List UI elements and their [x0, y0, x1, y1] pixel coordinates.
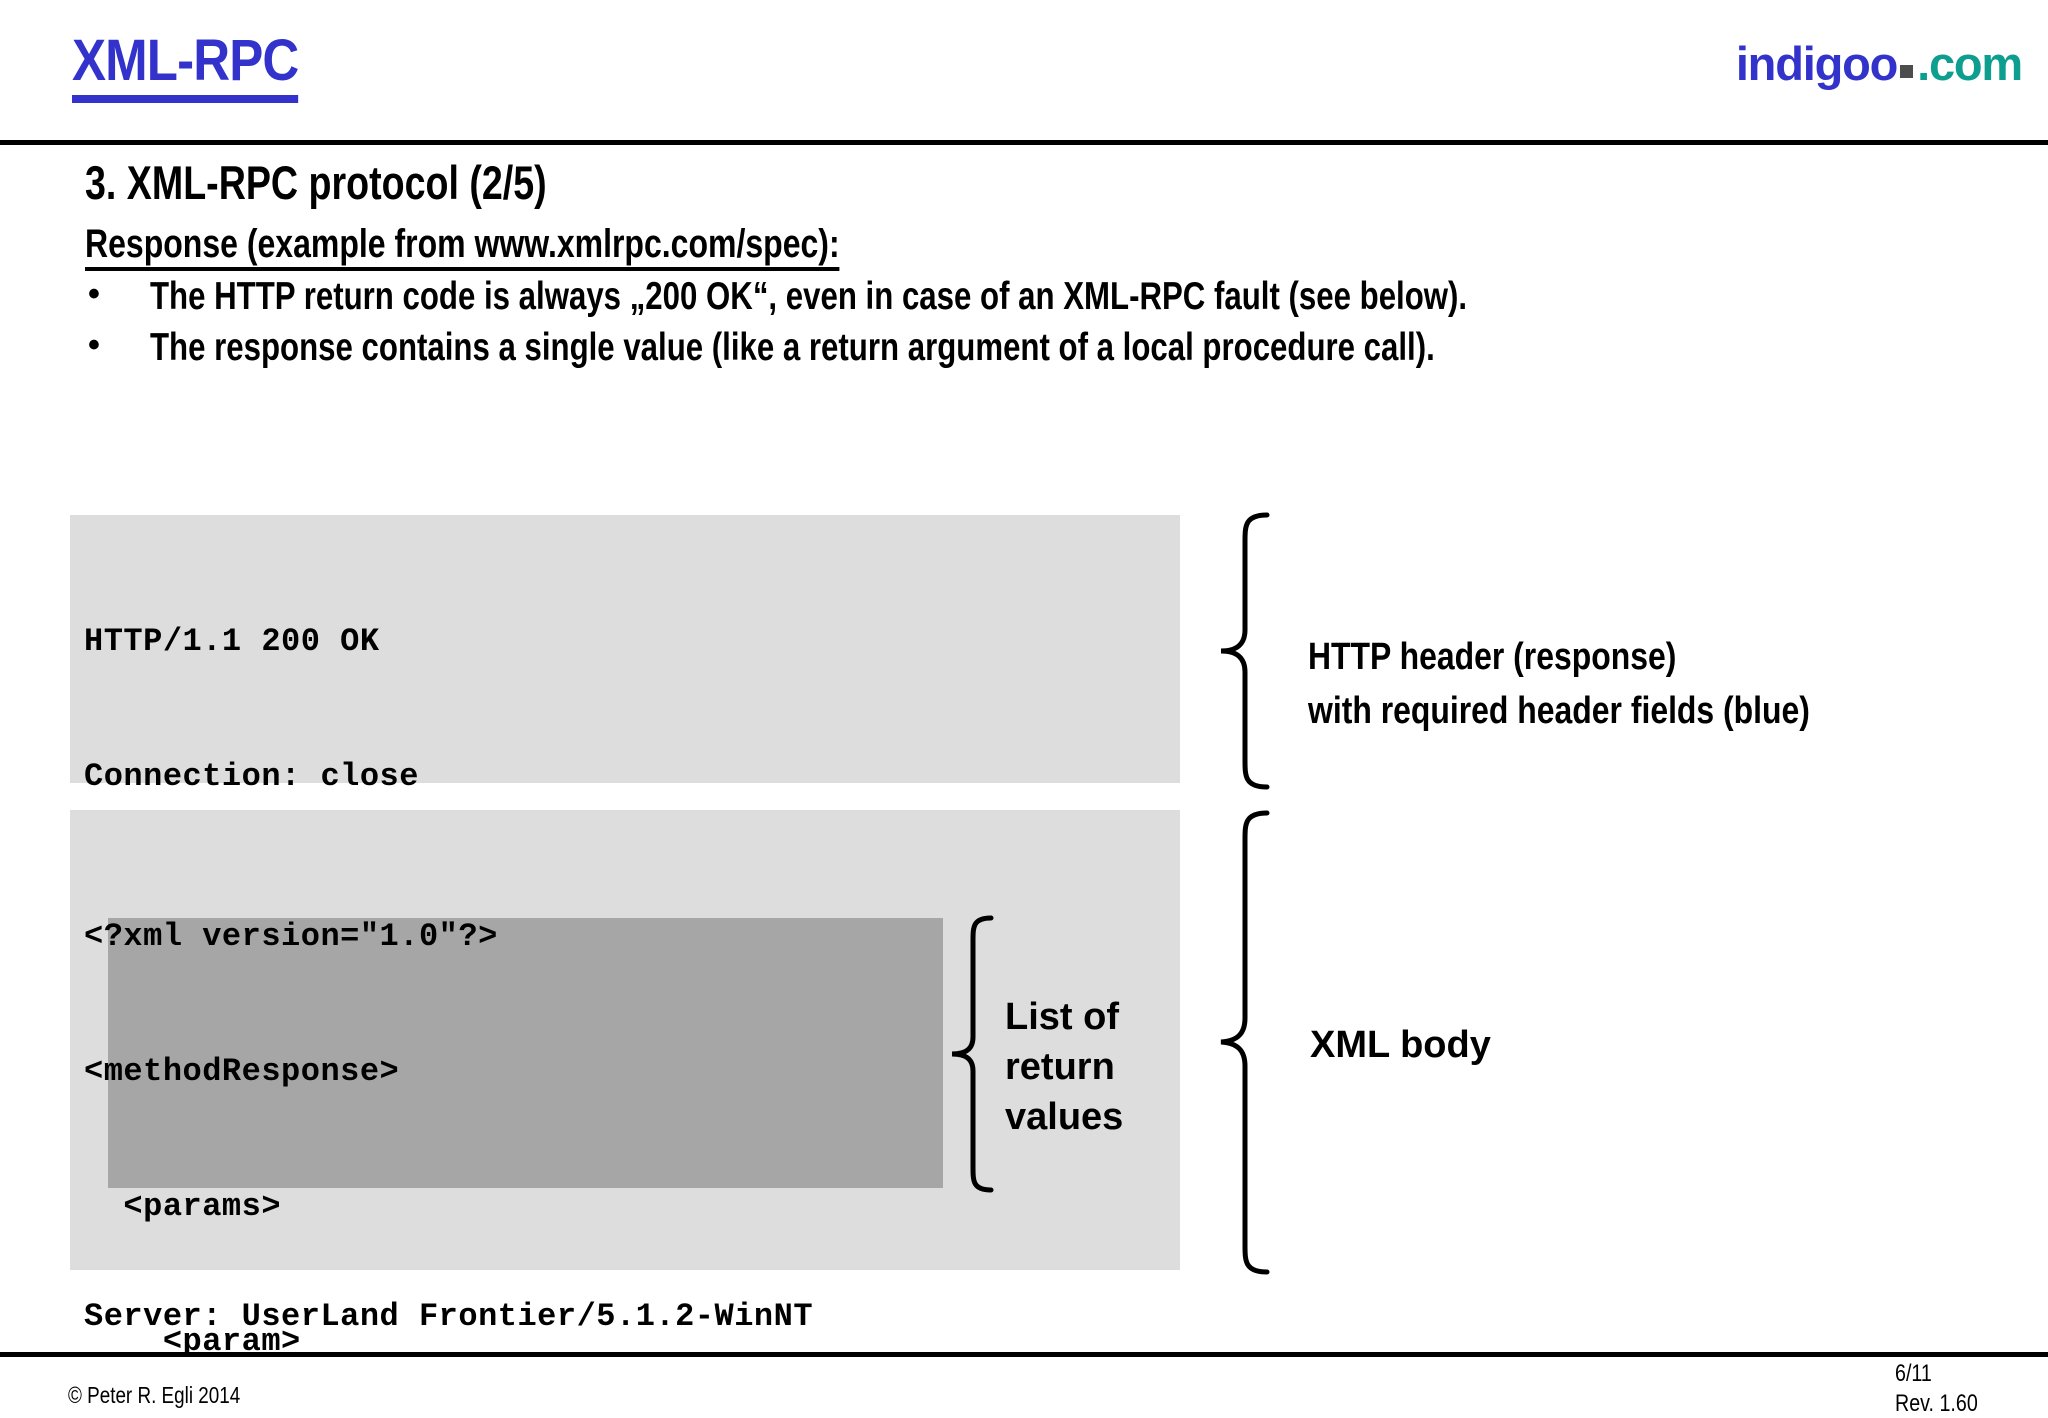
curly-brace-xml-body-icon [1215, 810, 1285, 1275]
bullet-marker: • [88, 275, 100, 313]
logo-square-dot-icon [1900, 65, 1914, 78]
http-header-code-block: HTTP/1.1 200 OK Connection: close Conten… [70, 515, 1180, 1335]
page-subtitle: Response (example from www.xmlrpc.com/sp… [85, 222, 840, 271]
code-line: Server: UserLand Frontier/5.1.2-WinNT [84, 1298, 814, 1335]
code-line: Connection: close [84, 758, 419, 795]
bullet-marker: • [88, 326, 100, 364]
code-line: <?xml version="1.0"?> [84, 918, 498, 955]
code-line: HTTP/1.1 200 OK [84, 623, 380, 660]
footer-revision: Rev. 1.60 [1895, 1390, 1978, 1417]
params-highlight-region [108, 918, 943, 1188]
annotation-return-values-line2: return [1005, 1046, 1115, 1088]
indigoo-logo: indigoo .com [1735, 36, 2023, 91]
code-line: <param> [84, 1323, 301, 1360]
footer-divider [0, 1352, 2048, 1357]
bullet-text: The response contains a single value (li… [150, 326, 1435, 369]
page-title: 3. XML-RPC protocol (2/5) [85, 156, 547, 209]
document-title: XML-RPC [72, 29, 299, 103]
logo-tld-text: .com [1917, 37, 2023, 90]
logo-name-text: indigoo [1735, 37, 1898, 90]
annotation-http-header: HTTP header (response) with required hea… [1308, 630, 1810, 738]
annotation-http-header-line1: HTTP header (response) [1308, 636, 1677, 678]
annotation-return-values-line3: values [1005, 1096, 1124, 1138]
bullet-item: The HTTP return code is always „200 OK“,… [150, 275, 1467, 319]
header-divider [0, 140, 2048, 145]
curly-brace-http-header-icon [1215, 512, 1285, 790]
bullet-item: The response contains a single value (li… [150, 326, 1435, 370]
curly-brace-return-values-icon [945, 915, 1005, 1193]
footer-page-number: 6/11 [1895, 1360, 1932, 1387]
page-subtitle-text: Response (example from www.xmlrpc.com/sp… [85, 222, 840, 271]
xml-body-code-text: <?xml version="1.0"?> <methodResponse> <… [84, 824, 813, 1418]
annotation-http-header-line2: with required header fields (blue) [1308, 690, 1810, 732]
code-line: <params> [84, 1188, 282, 1225]
bullet-text: The HTTP return code is always „200 OK“,… [150, 275, 1468, 318]
annotation-xml-body: XML body [1310, 1024, 1491, 1066]
annotation-list-of-return-values: List of return values [1005, 992, 1123, 1142]
footer-copyright: © Peter R. Egli 2014 [68, 1382, 241, 1408]
annotation-return-values-line1: List of [1005, 996, 1119, 1038]
code-line: <methodResponse> [84, 1053, 400, 1090]
